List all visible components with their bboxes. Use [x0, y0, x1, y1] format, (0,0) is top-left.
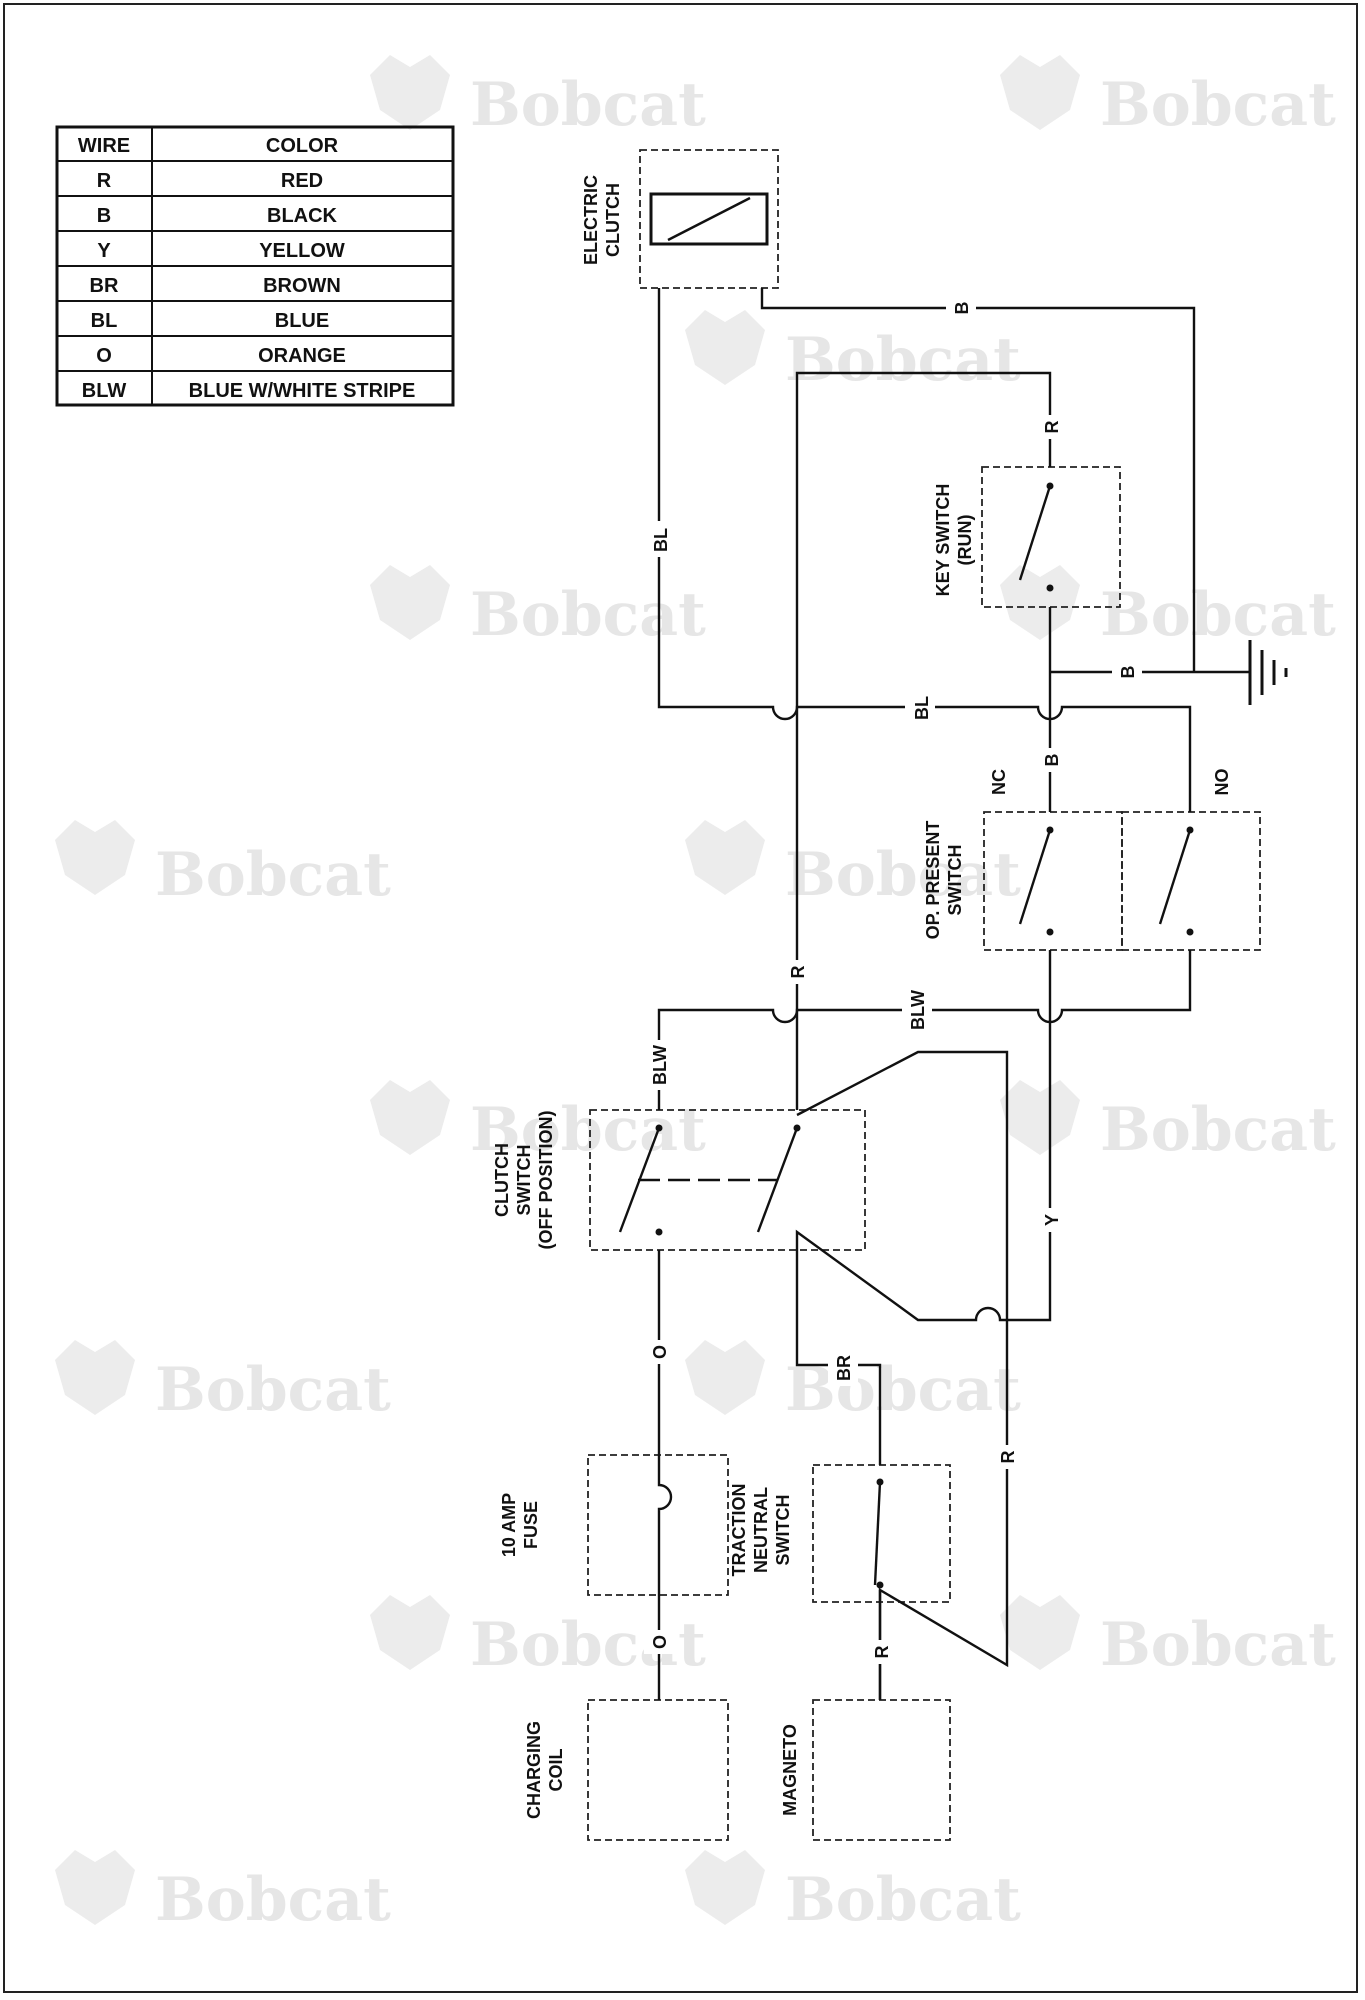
- svg-text:Bobcat: Bobcat: [785, 840, 1021, 910]
- table-cell: Y: [97, 240, 111, 262]
- clutch-switch-box: [589, 1109, 866, 1251]
- label-electric-clutch-2: CLUTCH: [603, 183, 623, 257]
- svg-text:Bobcat: Bobcat: [155, 1865, 391, 1935]
- watermark-6: Bobcat: [55, 820, 391, 910]
- wire-label: R: [998, 1451, 1018, 1464]
- label-magneto: MAGNETO: [780, 1724, 800, 1816]
- electric-clutch-box: [639, 149, 779, 289]
- op-present-switch-box-nc: [983, 811, 1123, 951]
- watermark-14: Bobcat: [55, 1850, 391, 1935]
- table-cell: BR: [90, 275, 119, 297]
- svg-text:Bobcat: Bobcat: [785, 325, 1021, 395]
- watermark-5: Bobcat: [1000, 565, 1336, 650]
- wire-clutch-right: [796, 1050, 1009, 1320]
- svg-text:Bobcat: Bobcat: [1100, 70, 1336, 140]
- svg-text:Bobcat: Bobcat: [785, 1865, 1021, 1935]
- watermark-15: Bobcat: [685, 1850, 1021, 1935]
- wire-label: O: [650, 1345, 670, 1359]
- wire-label: R: [1042, 421, 1062, 434]
- watermark-4: Bobcat: [370, 565, 706, 650]
- watermark-7: Bobcat: [685, 820, 1021, 910]
- wire-label: B: [1118, 666, 1138, 679]
- watermark-9: Bobcat: [1000, 1080, 1336, 1165]
- svg-text:Bobcat: Bobcat: [1100, 1610, 1336, 1680]
- label-fuse-1: 10 AMP: [499, 1493, 519, 1557]
- table-cell: R: [97, 170, 112, 192]
- label-no: NO: [1212, 769, 1232, 796]
- table-cell: BLUE: [275, 310, 329, 332]
- wire-b-top: [760, 288, 1196, 672]
- watermark-11: Bobcat: [685, 1340, 1021, 1425]
- svg-text:Bobcat: Bobcat: [785, 1355, 1021, 1425]
- table-header-color: COLOR: [266, 135, 339, 157]
- watermark-3: Bobcat: [685, 310, 1021, 395]
- wire-o-lower: [657, 1455, 673, 1700]
- svg-text:Bobcat: Bobcat: [155, 840, 391, 910]
- label-fuse-2: FUSE: [521, 1501, 541, 1549]
- table-header-wire: WIRE: [78, 135, 130, 157]
- label-key-switch-1: KEY SWITCH: [933, 484, 953, 597]
- watermark-2: Bobcat: [1000, 55, 1336, 140]
- table-cell: BLUE W/WHITE STRIPE: [189, 380, 416, 402]
- table-cell: O: [96, 345, 112, 367]
- wire-label: BL: [912, 696, 932, 720]
- svg-text:Bobcat: Bobcat: [470, 580, 706, 650]
- table-cell: BLW: [82, 380, 127, 402]
- wire-label: B: [952, 302, 972, 315]
- table-cell: YELLOW: [259, 240, 345, 262]
- svg-text:Bobcat: Bobcat: [470, 1095, 706, 1165]
- table-cell: BROWN: [263, 275, 341, 297]
- label-traction-1: TRACTION: [729, 1484, 749, 1577]
- wire-color-table: WIRE COLOR R RED B BLACK Y YELLOW BR BRO…: [55, 125, 455, 407]
- label-op-present-2: SWITCH: [945, 845, 965, 916]
- watermark-13: Bobcat: [1000, 1595, 1336, 1680]
- wire-label: R: [788, 966, 808, 979]
- label-nc: NC: [989, 769, 1009, 795]
- wire-y: [795, 950, 1052, 1322]
- wire-labels: BL B R B BL B R BLW BLW Y O O BR: [644, 296, 1142, 1664]
- wire-label: R: [872, 1646, 892, 1659]
- svg-text:Bobcat: Bobcat: [155, 1355, 391, 1425]
- label-traction-3: SWITCH: [773, 1495, 793, 1566]
- component-labels: ELECTRIC CLUTCH KEY SWITCH (RUN) NC NO O…: [492, 175, 1232, 1819]
- traction-neutral-switch-box: [812, 1464, 951, 1603]
- wire-label: BL: [651, 528, 671, 552]
- label-key-switch-2: (RUN): [955, 515, 975, 566]
- charging-coil-box: [587, 1699, 729, 1841]
- table-cell: ORANGE: [258, 345, 346, 367]
- label-clutch-switch-2: SWITCH: [514, 1145, 534, 1216]
- wire-label: Y: [1042, 1214, 1062, 1226]
- switch-contacts: [618, 482, 1194, 1589]
- label-traction-2: NEUTRAL: [751, 1487, 771, 1573]
- label-electric-clutch-1: ELECTRIC: [581, 175, 601, 265]
- table-cell: RED: [281, 170, 323, 192]
- page-border: [3, 3, 1358, 1993]
- ground-symbol: [1248, 640, 1288, 705]
- watermark-8: Bobcat: [370, 1080, 706, 1165]
- wire-label: B: [1042, 754, 1062, 767]
- wire-label: O: [650, 1635, 670, 1649]
- label-clutch-switch-3: (OFF POSITION): [536, 1111, 556, 1250]
- watermark-layer: Bobcat Bobcat Bobcat Bobcat Bobcat Bobca…: [55, 55, 1336, 1935]
- wire-label: BR: [834, 1355, 854, 1381]
- svg-text:Bobcat: Bobcat: [1100, 1095, 1336, 1165]
- svg-text:Bobcat: Bobcat: [470, 70, 706, 140]
- label-charging-coil-2: COIL: [546, 1748, 566, 1791]
- table-cell: B: [97, 205, 111, 227]
- watermark-10: Bobcat: [55, 1340, 391, 1425]
- wire-label: BLW: [908, 990, 928, 1030]
- magneto-box: [812, 1699, 951, 1841]
- table-cell: BLACK: [267, 205, 338, 227]
- label-charging-coil-1: CHARGING: [524, 1721, 544, 1819]
- watermark-1: Bobcat: [370, 55, 706, 140]
- wire-label: BLW: [650, 1045, 670, 1085]
- label-op-present-1: OP. PRESENT: [923, 821, 943, 940]
- label-clutch-switch-1: CLUTCH: [492, 1143, 512, 1217]
- svg-text:Bobcat: Bobcat: [1100, 580, 1336, 650]
- table-cell: BL: [91, 310, 118, 332]
